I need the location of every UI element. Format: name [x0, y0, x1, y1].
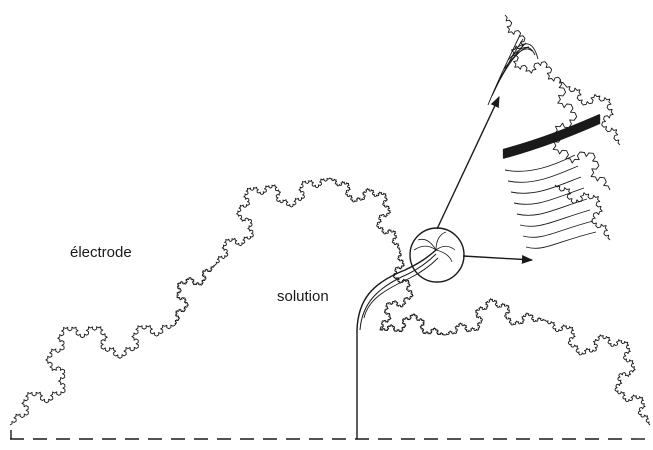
- flux-thin-line: [503, 48, 533, 70]
- flux-thin-line: [507, 46, 536, 61]
- koch-boundary-curve: [9, 177, 651, 426]
- solution-label: solution: [277, 288, 329, 305]
- magnified-koch-piece: [564, 84, 621, 146]
- flux-thin-line: [516, 198, 588, 216]
- flux-thin-line: [504, 154, 576, 172]
- zoom-circle: [409, 227, 465, 283]
- flux-bundle-strand: [502, 120, 601, 158]
- flux-bundle-strand: [502, 117, 601, 155]
- flux-thin-line: [522, 220, 594, 238]
- flux-thin-line: [511, 43, 539, 60]
- flux-thin-line: [495, 42, 527, 88]
- zoom-circle-flux-lines: [413, 231, 456, 263]
- flux-thin-line: [525, 231, 597, 249]
- flux-bundle-strand: [502, 119, 601, 157]
- flux-bundle-strand: [502, 113, 601, 152]
- flux-bundle-strand: [502, 121, 601, 159]
- current-line-main: [356, 249, 437, 439]
- flux-thin-line: [513, 187, 585, 205]
- current-line-strand: [359, 253, 437, 331]
- electrode-boundary: [9, 177, 651, 426]
- flux-thin-line: [507, 165, 579, 183]
- magnified-koch-piece: [554, 184, 611, 241]
- magnified-koch-piece: [504, 14, 566, 86]
- arrow-to-magnified-top: [436, 95, 500, 230]
- magnified-current-lines: [487, 34, 601, 249]
- current-line-strand: [363, 257, 439, 319]
- arrow-to-magnified-right: [462, 254, 534, 264]
- magnified-view: [504, 14, 621, 241]
- flux-thin-line: [487, 34, 521, 106]
- flux-bundle-strand: [502, 115, 601, 153]
- flux-bundle-strand: [502, 116, 601, 154]
- electrode-label: électrode: [70, 244, 132, 261]
- magnified-koch-piece: [552, 79, 611, 191]
- flux-thin-line: [510, 176, 582, 194]
- flux-thin-line: [519, 209, 591, 227]
